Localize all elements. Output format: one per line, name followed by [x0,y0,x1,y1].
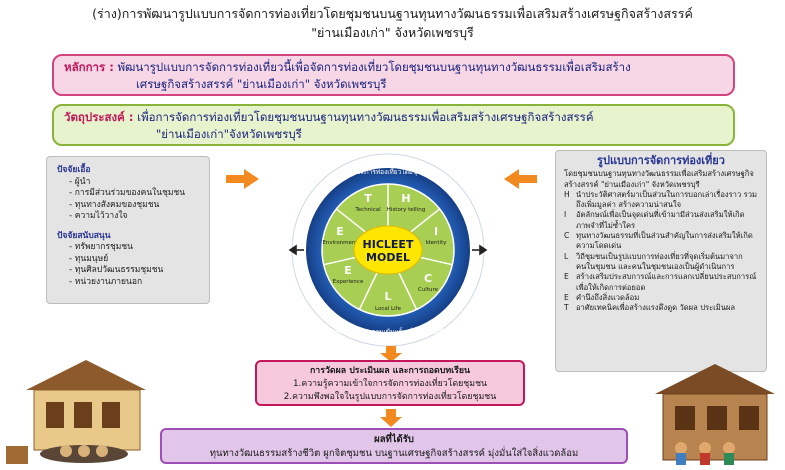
segment-i-letter: I [434,225,438,238]
segment-t-label: Technical [354,207,381,213]
factors-panel: ปัจจัยเอื้อ - ผู้นำ - การมีส่วนร่วมของคน… [46,156,210,304]
ring-arrows [288,244,488,256]
hicleet-model-wheel: การจัดการท่องเที่ยวโดยชุมชน การเสริมสร้า… [288,153,488,347]
principle-label: หลักการ : [64,60,114,74]
list-item: - ทุนศิลปวัฒนธรรมชุมชน [69,265,164,275]
list-item: - ทุนมนุษย์ [69,253,109,264]
segment-h-letter: H [401,192,410,205]
segment-e-environment-letter: E [336,225,344,238]
principle-text-2: เศรษฐกิจสร้างสรรค์ "ย่านเมืองเก่า" จังหว… [136,77,387,91]
segment-l-letter: L [384,290,391,303]
evaluation-item-1: 1.ความรู้ความเข้าใจการจัดการท่องเที่ยวโด… [292,379,488,389]
result-title: ผลที่ได้รับ [374,434,414,445]
model-name-line-2: MODEL [366,251,410,264]
list-item: - ทรัพยากรชุมชน [69,242,133,252]
enabling-factors-heading: ปัจจัยเอื้อ [57,165,91,175]
segment-c-label: Culture [418,287,439,293]
result-box: ผลที่ได้รับ ทุนทางวัฒนธรรมสร้างชีวิต ผูก… [160,428,628,464]
model-explanation-panel: รูปแบบการจัดการท่องเที่ยว โดยชุมชนบนฐานท… [555,150,767,372]
old-town-shop-illustration [6,360,146,464]
model-explanation-intro: โดยชุมชนบนฐานทุนทางวัฒนธรรมเพื่อเสริมสร้… [564,169,754,189]
result-text: ทุนทางวัฒนธรรมสร้างชีวิต ผูกจิตชุมชน บนฐ… [209,448,579,459]
left-arrow-icon [504,169,537,189]
segment-e-environment-label: Environment [322,240,358,246]
title-line-1: (ร่าง)การพัฒนารูปแบบการจัดการท่องเที่ยวโ… [92,6,693,21]
segment-h-label: History telling [387,207,425,213]
list-item: - ทุนทางสังคมของชุมชน [69,199,160,210]
model-explanation-heading: รูปแบบการจัดการท่องเที่ยว [597,154,725,167]
segment-l-label: Local Life [375,306,402,312]
segment-e-experience-label: Experience [333,279,364,285]
model-name-line-1: HICLEET [363,238,414,251]
objective-text-1: เพื่อการจัดการท่องเที่ยวโดยชุมชนบนฐานทุน… [137,110,594,124]
list-item: - ความไว้วางใจ [69,211,128,221]
list-item: - ผู้นำ [69,176,91,187]
title-line-2: "ย่านเมืองเก่า" จังหวัดเพชรบุรี [311,25,474,40]
ring-bottom-label: การเสริมสร้างความเข้มแข็งเพื่อความยั่งยื… [328,327,448,336]
objective-text-2: "ย่านเมืองเก่า"จังหวัดเพชรบุรี [156,127,302,141]
evaluation-item-2: 2.ความพึงพอใจในรูปแบบการจัดการท่องเที่ยว… [283,392,497,402]
down-arrow-icon [380,346,402,362]
model-center [353,225,423,275]
principle-text-1: พัฒนารูปแบบการจัดการท่องเที่ยวนี้เพื่อจั… [117,60,631,74]
page-title: (ร่าง)การพัฒนารูปแบบการจัดการท่องเที่ยวโ… [0,6,785,41]
ring-top-label: การจัดการท่องเที่ยวโดยชุมชน [346,167,431,176]
objective-label: วัตถุประสงค์ : [64,110,134,124]
supporting-factors-heading: ปัจจัยสนับสนุน [57,230,111,241]
wooden-house-illustration [655,364,775,465]
list-item: - หน่วยงานภายนอก [69,276,143,287]
segment-e-experience-letter: E [344,264,352,277]
list-item: - การมีส่วนร่วมของคนในชุมชน [69,188,186,198]
down-arrow-icon [380,409,402,427]
principle-box: หลักการ : พัฒนารูปแบบการจัดการท่องเที่ยว… [52,54,735,96]
segment-t-letter: T [364,192,372,205]
objective-box: วัตถุประสงค์ : เพื่อการจัดการท่องเที่ยวโ… [52,104,735,146]
evaluation-box: การวัดผล ประเมินผล และการถอดบทเรียน 1.คว… [255,360,525,406]
segment-i-label: Identity [425,240,447,246]
segment-c-letter: C [424,272,432,285]
evaluation-title: การวัดผล ประเมินผล และการถอดบทเรียน [309,366,471,376]
right-arrow-icon [226,169,259,189]
